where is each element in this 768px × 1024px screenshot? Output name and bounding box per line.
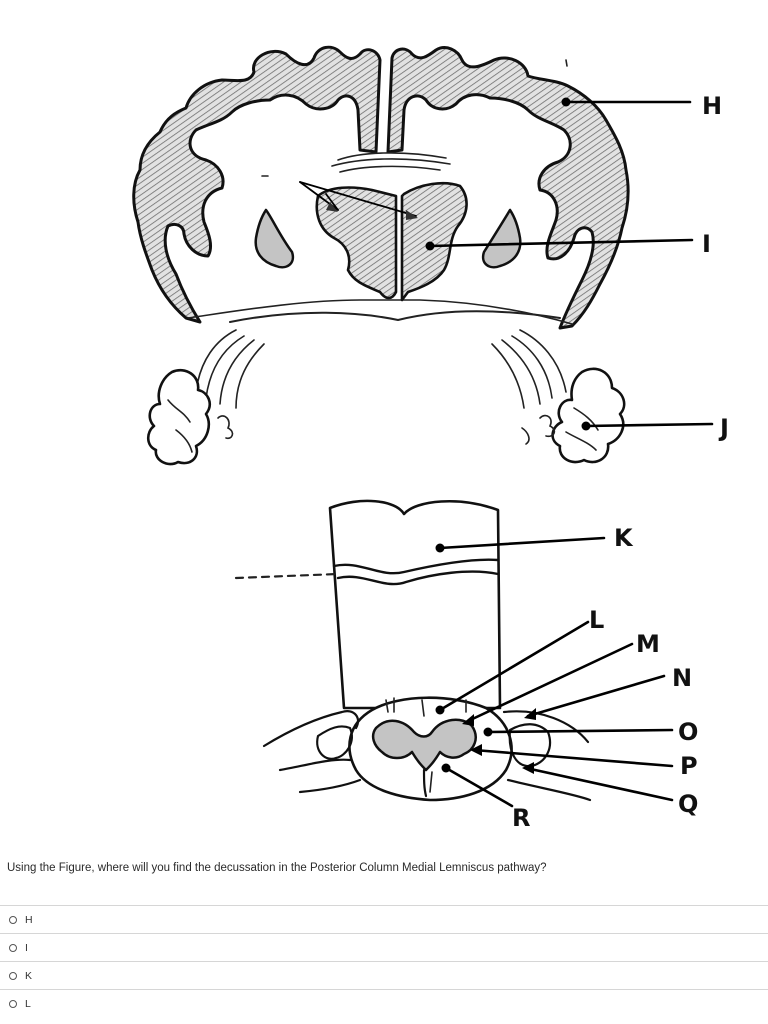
option-i[interactable]: I	[0, 933, 768, 961]
left-ventricle	[256, 210, 293, 267]
label-r: R	[512, 804, 530, 832]
option-label: I	[25, 942, 28, 954]
radio-button-icon[interactable]	[9, 944, 17, 952]
answer-options: H I K L	[0, 905, 768, 1017]
radio-button-icon[interactable]	[9, 1000, 17, 1008]
option-k[interactable]: K	[0, 961, 768, 989]
option-l[interactable]: L	[0, 989, 768, 1017]
anatomy-figure: H I J K L M N O P Q R	[0, 0, 768, 850]
spinal-cord-body	[330, 501, 500, 708]
label-h: H	[702, 92, 722, 120]
left-cerebellum-fragment	[148, 370, 209, 464]
label-j: J	[718, 414, 729, 442]
question-text: Using the Figure, where will you find th…	[7, 862, 547, 874]
radio-button-icon[interactable]	[9, 916, 17, 924]
brain-coronal-section	[134, 47, 628, 328]
pons-section	[148, 311, 624, 464]
right-thalamus	[402, 183, 467, 300]
option-label: L	[25, 998, 31, 1010]
radio-button-icon[interactable]	[9, 972, 17, 980]
label-p: P	[680, 752, 698, 780]
label-k: K	[614, 524, 634, 552]
option-h[interactable]: H	[0, 905, 768, 933]
label-o: O	[678, 718, 698, 746]
left-cerebral-cortex	[134, 47, 380, 322]
label-l: L	[589, 606, 604, 634]
option-label: H	[25, 914, 33, 926]
label-i: I	[702, 230, 711, 258]
label-n: N	[672, 664, 692, 692]
label-q: Q	[678, 790, 698, 818]
option-label: K	[25, 970, 32, 982]
label-m: M	[636, 630, 660, 658]
right-ventricle	[483, 210, 520, 267]
